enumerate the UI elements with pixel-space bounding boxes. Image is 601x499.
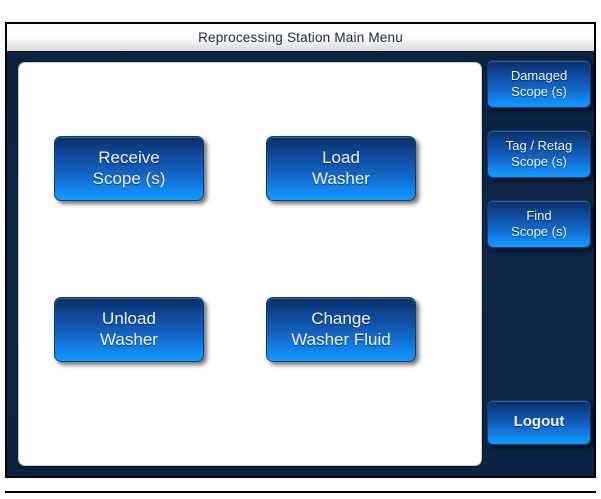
load-washer-label: Load Washer — [312, 147, 370, 188]
unload-washer-label: Unload Washer — [100, 308, 158, 349]
tag-retag-scopes-label: Tag / Retag Scope (s) — [505, 138, 573, 169]
page-title: Reprocessing Station Main Menu — [198, 30, 403, 45]
unload-washer-button[interactable]: Unload Washer — [54, 297, 204, 362]
title-bar: Reprocessing Station Main Menu — [7, 24, 594, 52]
main-content-panel — [18, 62, 482, 466]
load-washer-button[interactable]: Load Washer — [266, 136, 416, 201]
damaged-scopes-button[interactable]: Damaged Scope (s) — [487, 60, 591, 108]
change-washer-fluid-button[interactable]: Change Washer Fluid — [266, 297, 416, 362]
logout-button[interactable]: Logout — [487, 400, 591, 445]
bottom-divider — [5, 491, 596, 493]
app-body: Receive Scope (s) Load Washer Unload Was… — [7, 52, 594, 476]
receive-scopes-button[interactable]: Receive Scope (s) — [54, 136, 204, 201]
damaged-scopes-label: Damaged Scope (s) — [510, 68, 568, 99]
tag-retag-scopes-button[interactable]: Tag / Retag Scope (s) — [487, 130, 591, 178]
application-window: Reprocessing Station Main Menu Receive S… — [5, 22, 596, 478]
change-washer-fluid-label: Change Washer Fluid — [291, 308, 391, 349]
logout-label: Logout — [513, 413, 565, 431]
receive-scopes-label: Receive Scope (s) — [92, 147, 166, 188]
find-scopes-button[interactable]: Find Scope (s) — [487, 200, 591, 248]
find-scopes-label: Find Scope (s) — [511, 208, 567, 239]
